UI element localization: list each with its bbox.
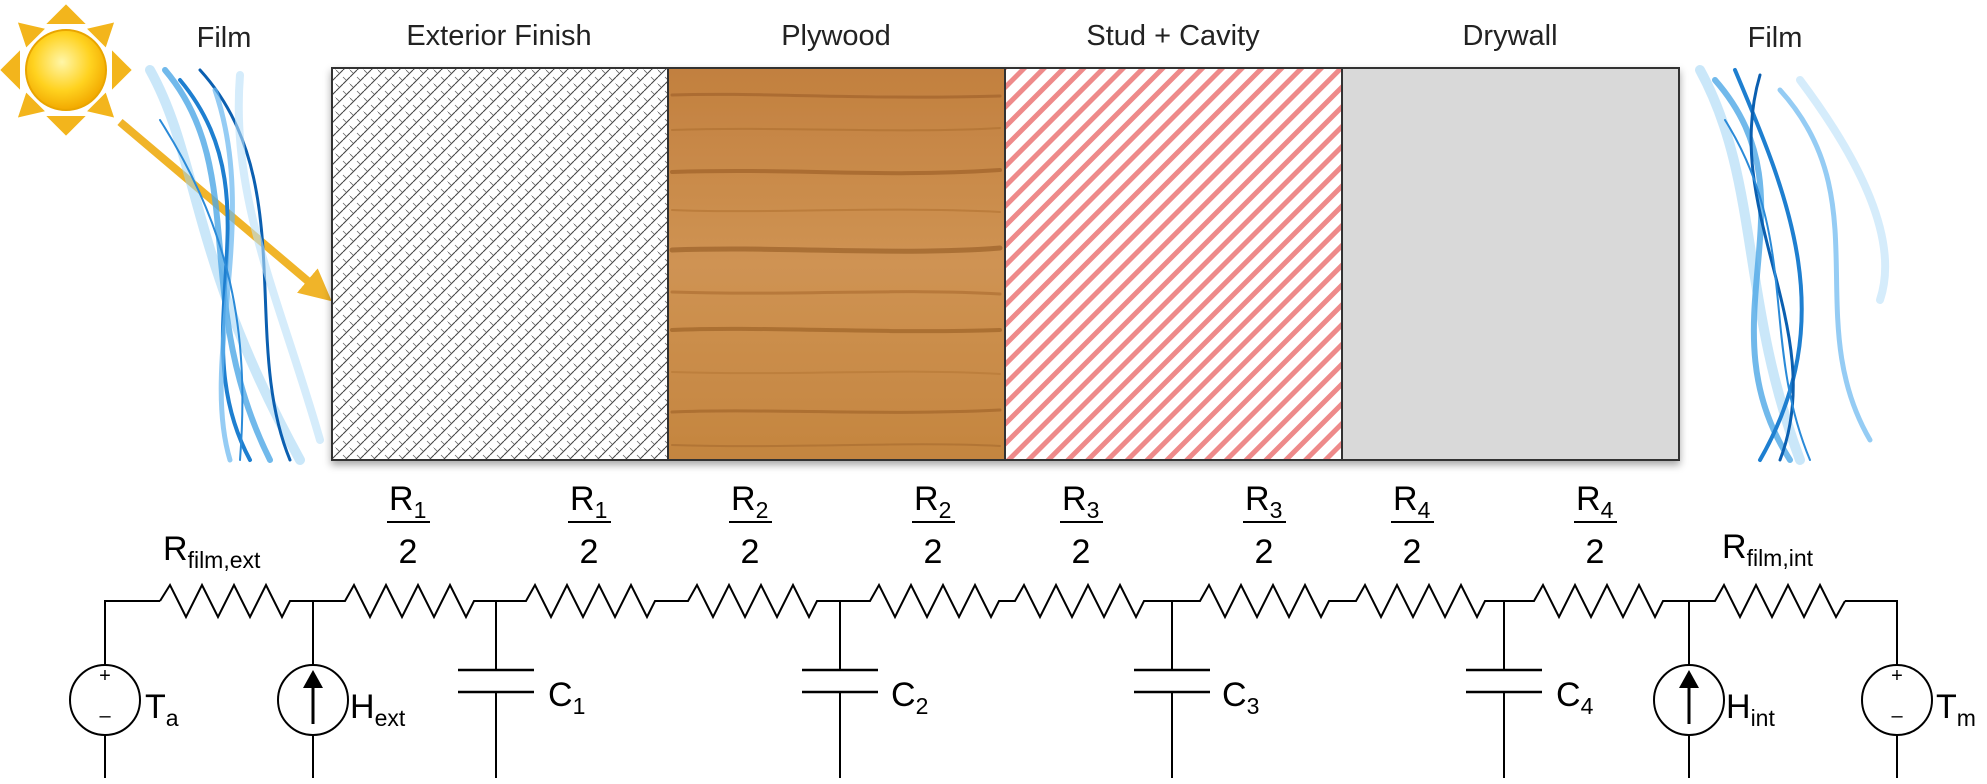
exterior-finish-label: Exterior Finish [406, 20, 591, 52]
svg-text:R1: R1 [570, 480, 607, 523]
air-film-wave-icon [145, 65, 324, 465]
sun-icon [0, 4, 132, 136]
svg-text:+: + [99, 665, 111, 687]
capacitor-c4-label: C4 [1556, 676, 1594, 719]
resistor-fraction-label: R3 2 [1060, 480, 1103, 571]
wall-assembly [331, 67, 1680, 461]
resistor-r2-half-a [668, 582, 840, 620]
source-tm-label: Tm [1936, 688, 1976, 731]
resistor-fraction-label: R3 2 [1243, 480, 1286, 571]
svg-text:R1: R1 [389, 480, 426, 523]
plywood-layer [667, 67, 1006, 461]
svg-text:R3: R3 [1062, 480, 1099, 523]
svg-text:–: – [1891, 705, 1903, 727]
stud-cavity-label: Stud + Cavity [1086, 20, 1260, 52]
resistor-r1-half-b [496, 582, 668, 620]
svg-text:2: 2 [1586, 533, 1605, 571]
resistor-fraction-label: R4 2 [1574, 480, 1617, 571]
heat-source-int-label: Hint [1726, 688, 1775, 731]
solar-radiation-arrow-icon [117, 118, 332, 302]
plywood-grain [669, 92, 1003, 448]
resistor-r2-half-b [840, 582, 1005, 620]
capacitors [458, 668, 1542, 694]
svg-text:R4: R4 [1576, 480, 1614, 523]
resistor-r3-half-b [1172, 582, 1342, 620]
svg-text:R2: R2 [914, 480, 951, 523]
resistor-fraction-label: R4 2 [1391, 480, 1434, 571]
drywall-layer [1341, 67, 1680, 461]
drywall-label: Drywall [1462, 20, 1557, 52]
heat-source-ext [277, 664, 349, 736]
capacitor-c1-label: C1 [548, 676, 585, 719]
resistor-fraction-label: R2 2 [729, 480, 772, 571]
svg-text:2: 2 [1255, 533, 1274, 571]
plywood-label: Plywood [781, 20, 891, 52]
svg-text:2: 2 [399, 533, 418, 571]
svg-text:2: 2 [741, 533, 760, 571]
svg-text:–: – [99, 705, 111, 727]
resistor-chain [159, 582, 1846, 620]
svg-text:2: 2 [924, 533, 943, 571]
r-film-int-label: Rfilm,int [1722, 528, 1814, 571]
source-ta: + – [69, 664, 141, 736]
exterior-finish-layer [331, 67, 669, 461]
capacitor-c2-label: C2 [891, 676, 928, 719]
capacitor-c3-label: C3 [1222, 676, 1259, 719]
svg-text:R3: R3 [1245, 480, 1282, 523]
resistor-fraction-label: R2 2 [912, 480, 955, 571]
circuit-wiring [104, 600, 1898, 778]
svg-text:2: 2 [1403, 533, 1422, 571]
r-film-ext-label: Rfilm,ext [163, 530, 261, 573]
source-ta-label: Ta [145, 688, 179, 731]
film-right-label: Film [1748, 22, 1803, 54]
svg-text:2: 2 [1072, 533, 1091, 571]
resistor-r-film-ext [159, 582, 313, 620]
svg-text:+: + [1891, 665, 1903, 687]
resistor-r4-half-b [1504, 582, 1689, 620]
film-left-label: Film [197, 22, 252, 54]
resistor-fraction-label: R1 2 [387, 480, 430, 571]
resistor-r3-half-a [1005, 582, 1172, 620]
source-tm: + – [1861, 664, 1933, 736]
svg-text:R4: R4 [1393, 480, 1431, 523]
air-film-wave-icon [1695, 65, 1890, 465]
resistor-r1-half-a [313, 582, 496, 620]
resistor-r4-half-a [1342, 582, 1504, 620]
resistor-fraction-label: R1 2 [568, 480, 611, 571]
heat-source-ext-label: Hext [350, 688, 406, 731]
svg-text:R2: R2 [731, 480, 768, 523]
heat-source-int [1653, 664, 1725, 736]
stud-cavity-layer [1004, 67, 1343, 461]
resistor-r-film-int [1689, 582, 1846, 620]
svg-text:2: 2 [580, 533, 599, 571]
